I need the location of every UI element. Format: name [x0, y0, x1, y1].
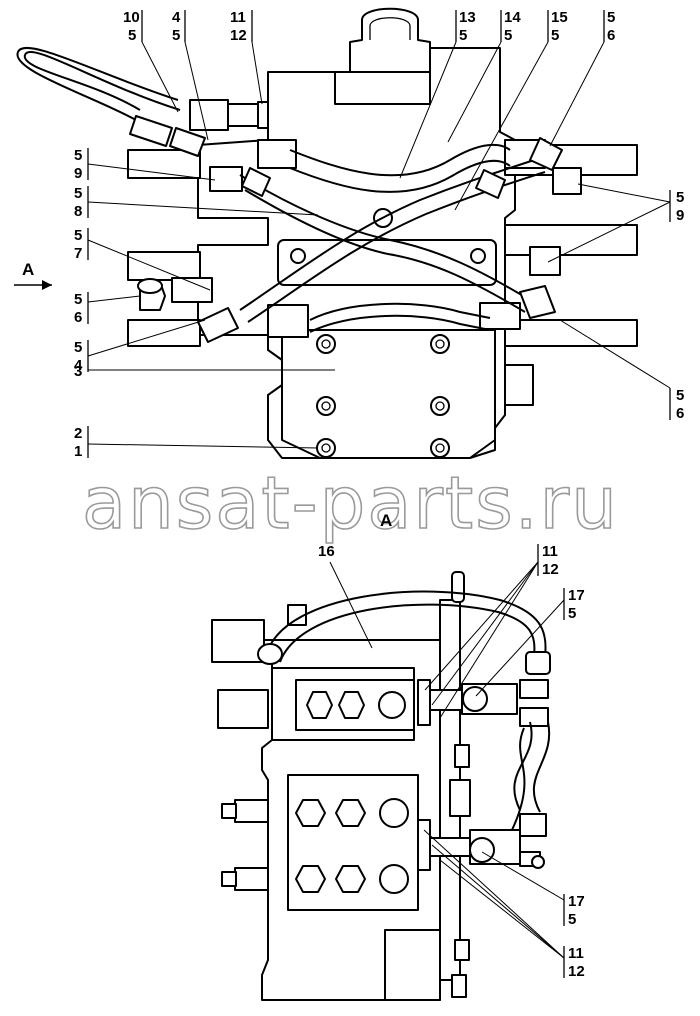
svg-text:12: 12 [568, 963, 585, 980]
svg-text:5: 5 [568, 911, 576, 928]
callout-14-5: 14 5 [447, 9, 521, 143]
callout-13-5: 13 5 [399, 9, 476, 179]
watermark-text: ansat-parts.ru [82, 461, 619, 545]
callout-5-9-right: 5 9 [547, 183, 684, 263]
callout-2-1: 2 1 [74, 425, 319, 460]
callout-16: 16 [318, 543, 373, 649]
svg-text:5: 5 [172, 27, 180, 44]
cover-bolts [316, 334, 450, 458]
view-a-label: A [380, 511, 392, 530]
view-arrow-a: A [14, 260, 52, 290]
callout-5-6-top: 5 6 [549, 9, 615, 147]
svg-text:5: 5 [551, 27, 559, 44]
callout-5-6-left: 5 6 [74, 291, 141, 326]
svg-text:5: 5 [74, 227, 82, 244]
callout-11-12-lower: 11 12 [423, 829, 585, 980]
svg-text:16: 16 [318, 543, 335, 560]
valve-block-view-a [211, 571, 551, 1001]
callouts-top: 10 5 4 5 11 12 13 5 14 5 [123, 9, 615, 211]
callout-5-7: 5 7 [74, 227, 211, 291]
svg-text:14: 14 [504, 9, 521, 26]
svg-text:13: 13 [459, 9, 476, 26]
callouts-left: 5 9 5 8 5 7 5 6 5 4 [74, 147, 335, 460]
svg-text:15: 15 [551, 9, 568, 26]
svg-text:7: 7 [74, 245, 82, 262]
callout-5-6-right: 5 6 [559, 319, 684, 422]
svg-text:5: 5 [74, 339, 82, 356]
svg-text:12: 12 [230, 27, 247, 44]
callout-11-12: 11 12 [230, 9, 263, 105]
valve-block-top-view [16, 7, 638, 459]
callout-17-5-lower: 17 5 [481, 851, 585, 928]
svg-text:5: 5 [128, 27, 136, 44]
svg-text:11: 11 [230, 9, 246, 26]
callout-5-4: 5 4 [74, 319, 206, 374]
svg-text:5: 5 [676, 387, 684, 404]
callout-3: 3 [74, 363, 335, 380]
svg-text:11: 11 [568, 945, 584, 962]
svg-text:6: 6 [74, 309, 82, 326]
callout-4-5: 4 5 [172, 9, 209, 141]
svg-text:4: 4 [74, 357, 83, 374]
svg-text:5: 5 [568, 605, 576, 622]
callout-5-9-left: 5 9 [74, 147, 216, 182]
callout-10-5: 10 5 [123, 9, 179, 113]
svg-text:12: 12 [542, 561, 559, 578]
svg-text:5: 5 [676, 189, 684, 206]
svg-text:6: 6 [676, 405, 684, 422]
callout-17-5-upper: 17 5 [475, 587, 585, 697]
svg-text:10: 10 [123, 9, 140, 26]
svg-text:9: 9 [74, 165, 82, 182]
svg-text:11: 11 [542, 543, 558, 560]
svg-text:2: 2 [74, 425, 82, 442]
svg-text:5: 5 [504, 27, 512, 44]
svg-text:5: 5 [74, 147, 82, 164]
svg-text:9: 9 [676, 207, 684, 224]
callouts-lower: 16 11 12 17 5 17 5 11 12 [318, 543, 585, 980]
callout-5-8: 5 8 [74, 185, 319, 220]
svg-text:17: 17 [568, 893, 585, 910]
svg-text:17: 17 [568, 587, 585, 604]
callouts-right: 5 9 5 6 [547, 183, 684, 422]
view-arrow-label: A [22, 260, 34, 279]
svg-text:8: 8 [74, 203, 82, 220]
callout-11-12-upper: 11 12 [424, 543, 559, 719]
svg-text:5: 5 [74, 185, 82, 202]
callout-15-5: 15 5 [454, 9, 568, 211]
svg-text:5: 5 [459, 27, 467, 44]
svg-text:4: 4 [172, 9, 181, 26]
svg-text:5: 5 [74, 291, 82, 308]
svg-text:5: 5 [607, 9, 615, 26]
svg-text:6: 6 [607, 27, 615, 44]
svg-text:3: 3 [74, 363, 82, 380]
svg-text:1: 1 [74, 443, 82, 460]
